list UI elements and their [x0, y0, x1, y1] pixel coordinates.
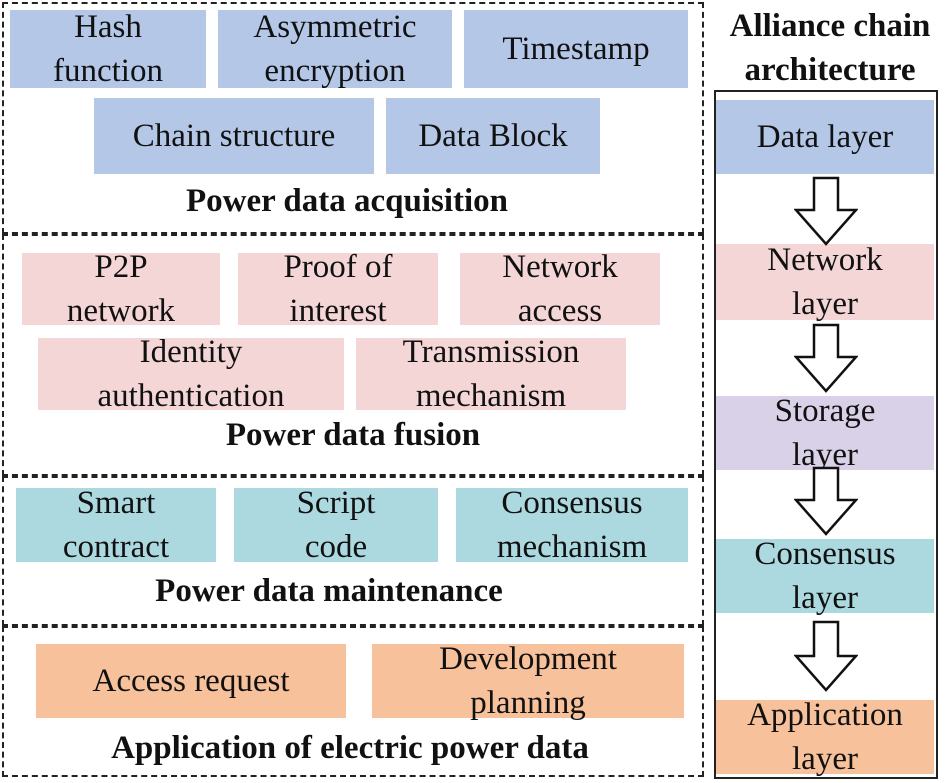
maintenance-item-script-code: Script code: [234, 485, 438, 565]
down-arrow-icon: [794, 176, 858, 246]
down-arrow-icon: [794, 620, 858, 692]
acquisition-title: Power data acquisition: [185, 183, 509, 219]
acquisition-item-asymmetric-encryption: Asymmetric encryption: [218, 9, 452, 89]
application-panel: [2, 626, 704, 777]
maintenance-title: Power data maintenance: [155, 573, 503, 609]
fusion-item-p2p-network: P2P network: [22, 249, 220, 329]
maintenance-item-smart-contract: Smart contract: [16, 485, 216, 565]
down-arrow-icon: [794, 323, 858, 393]
layer-storage: Storage layer: [716, 393, 934, 473]
fusion-item-transmission-mechanism: Transmission mechanism: [356, 334, 626, 414]
acquisition-panel: [2, 2, 704, 234]
acquisition-item-data-block: Data Block: [386, 98, 600, 174]
fusion-title: Power data fusion: [225, 417, 481, 453]
acquisition-item-timestamp: Timestamp: [464, 10, 688, 88]
application-item-access-request: Access request: [36, 644, 346, 718]
layer-data: Data layer: [716, 100, 934, 174]
fusion-panel: [2, 234, 704, 476]
fusion-item-proof-of-interest: Proof of interest: [238, 249, 438, 329]
layer-application: Application layer: [716, 697, 934, 777]
acquisition-item-chain-structure: Chain structure: [94, 98, 374, 174]
architecture-frame: [714, 90, 938, 779]
layer-consensus: Consensus layer: [716, 536, 934, 616]
layer-network: Network layer: [716, 242, 934, 322]
application-item-development-planning: Development planning: [372, 641, 684, 721]
architecture-title: Alliance chain architecture: [729, 8, 931, 88]
down-arrow-icon: [794, 466, 858, 536]
application-title: Application of electric power data: [111, 730, 589, 766]
fusion-item-identity-authentication: Identity authentication: [38, 334, 344, 414]
fusion-item-network-access: Network access: [460, 249, 660, 329]
maintenance-panel: [2, 476, 704, 626]
maintenance-item-consensus-mechanism: Consensus mechanism: [456, 485, 688, 565]
acquisition-item-hash-function: Hash function: [10, 9, 206, 89]
